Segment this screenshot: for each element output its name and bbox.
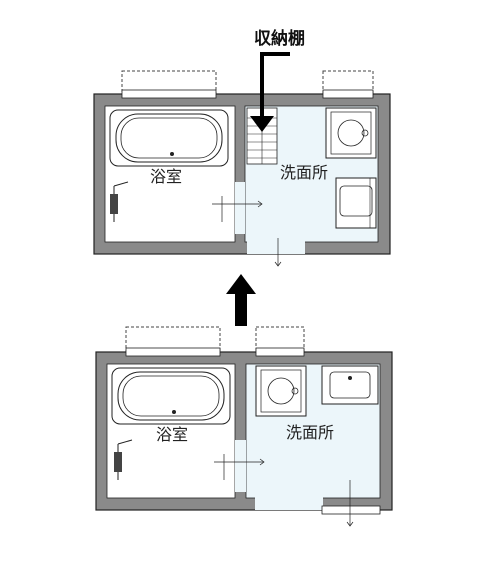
washing-machine — [325, 107, 377, 159]
door-opening — [235, 182, 245, 234]
window — [121, 89, 217, 99]
vanity — [335, 177, 377, 229]
bathroom-label: 浴室 — [156, 425, 188, 444]
window — [321, 505, 381, 515]
door-opening-bottom — [247, 236, 305, 254]
bathtub — [109, 109, 229, 167]
shower-fixture — [114, 439, 133, 480]
washing-machine — [255, 365, 307, 417]
callout-arrow-line — [260, 52, 290, 120]
window — [255, 347, 305, 357]
arrow-down-icon — [250, 116, 274, 132]
window-dashed-outline — [255, 326, 305, 352]
storage-shelf-label: 収納棚 — [254, 28, 305, 49]
bathroom-label: 浴室 — [150, 167, 182, 186]
window — [322, 89, 374, 99]
storage-shelf-callout: 収納棚 — [250, 28, 305, 132]
window-dashed-outline — [322, 70, 374, 96]
washroom-label: 洗面所 — [280, 163, 328, 182]
washroom-label: 洗面所 — [286, 423, 334, 442]
plan-before: 浴室 洗面所 — [95, 326, 393, 527]
bathtub — [111, 367, 231, 425]
window-dashed-outline — [125, 326, 221, 352]
plan-after: 浴室 洗面所 — [93, 70, 391, 267]
door-swing — [214, 454, 354, 527]
door-swing — [212, 196, 282, 267]
arrow-up-icon — [226, 274, 256, 326]
vanity — [321, 365, 379, 405]
window — [125, 347, 221, 357]
door-opening — [235, 440, 246, 492]
shower-fixture — [110, 181, 129, 222]
door-opening-bottom — [255, 492, 323, 510]
